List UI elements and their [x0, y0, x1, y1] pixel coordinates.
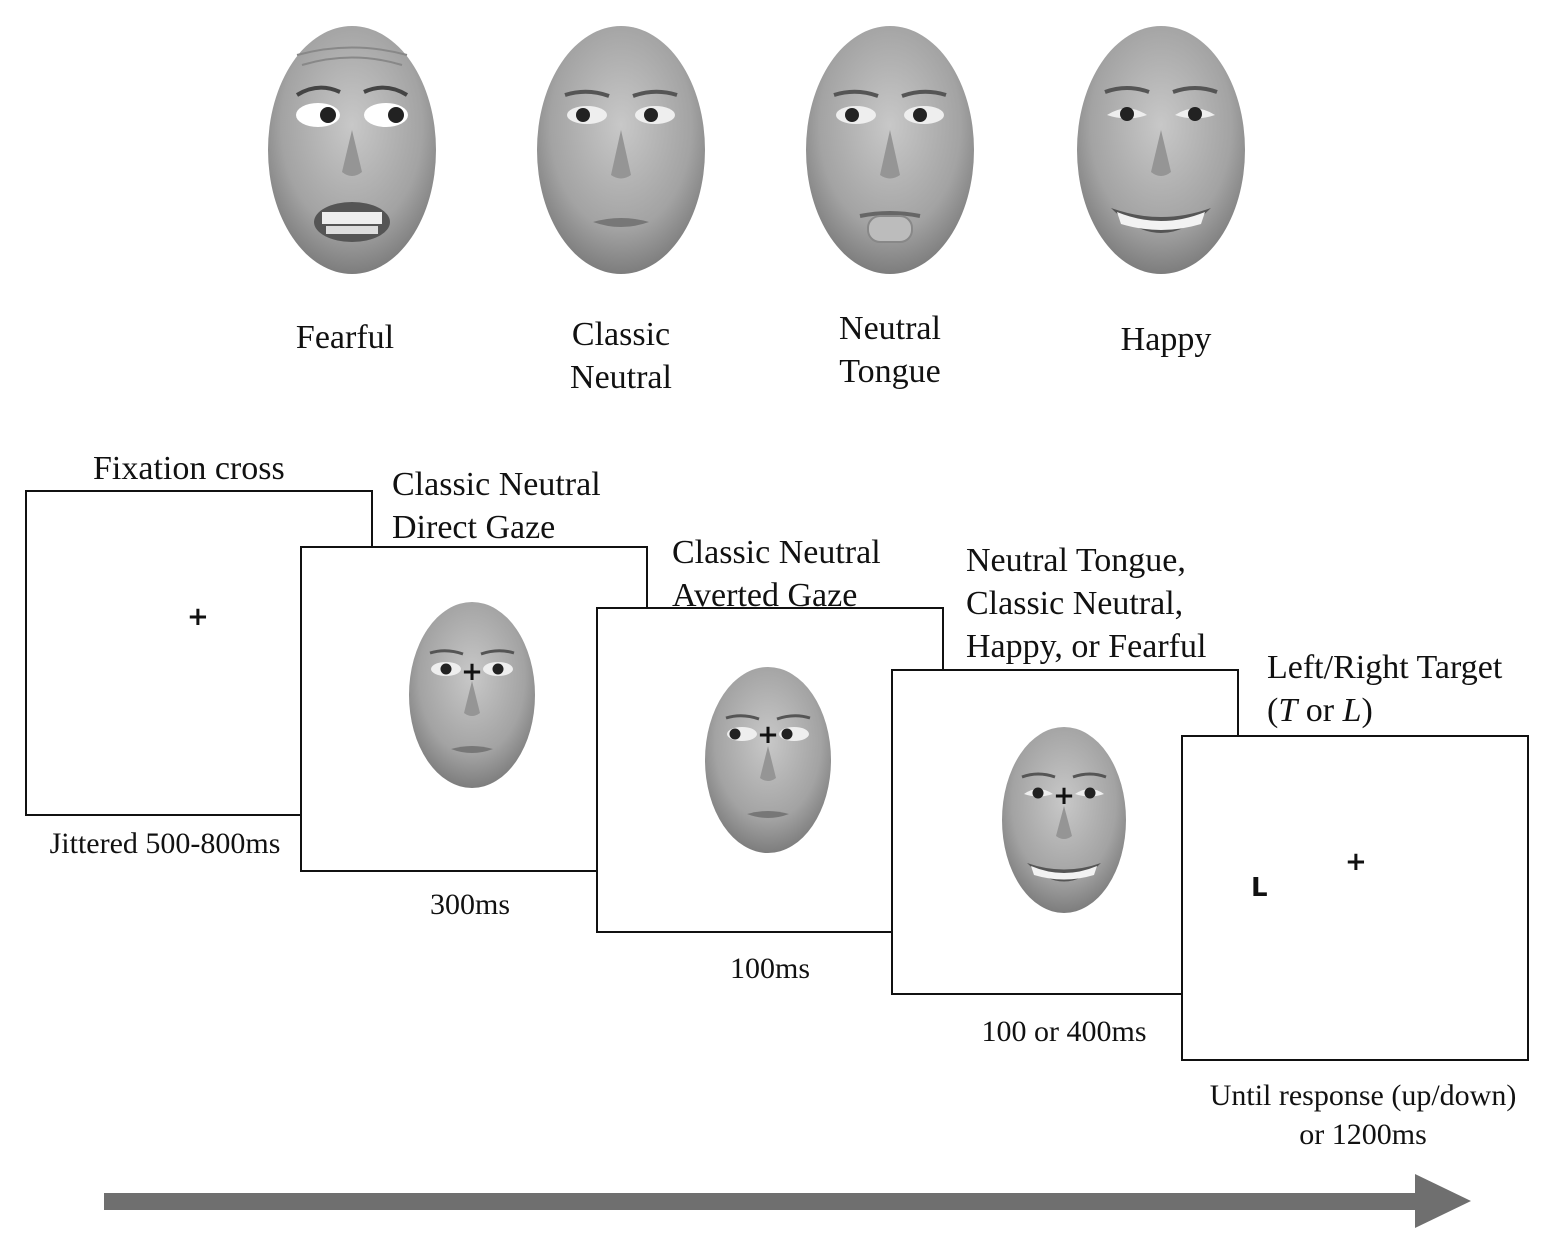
title-target: Left/Right Target (T or L) — [1267, 649, 1503, 729]
label-fearful: Fearful — [295, 319, 395, 356]
timing-neutral-averted: 100ms — [729, 952, 810, 985]
label-neutral-tongue: Neutral Tongue — [839, 310, 941, 390]
fearful-face — [268, 26, 436, 274]
happy-face — [1077, 26, 1245, 274]
label-classic-neutral: Classic Neutral — [570, 316, 672, 396]
frame-target: L + — [1181, 735, 1529, 1061]
fixation-cross: + — [187, 602, 209, 632]
title-test-face: Neutral Tongue, Classic Neutral, Happy, … — [966, 542, 1207, 665]
title-neutral-averted: Classic Neutral Averted Gaze — [672, 534, 881, 614]
timing-target: Until response (up/down) or 1200ms — [1209, 1079, 1517, 1151]
timing-test-face: 100 or 400ms — [981, 1015, 1147, 1048]
title-fixation: Fixation cross — [93, 450, 285, 487]
target-fixation-cross: + — [1345, 847, 1367, 877]
tongue-face — [806, 26, 974, 274]
neutral-face — [537, 26, 705, 274]
timing-fixation: Jittered 500-800ms — [49, 827, 281, 860]
title-neutral-direct: Classic Neutral Direct Gaze — [392, 466, 601, 546]
timing-neutral-direct: 300ms — [429, 888, 510, 921]
target-letter: L — [1251, 873, 1268, 903]
label-happy: Happy — [1120, 321, 1212, 358]
